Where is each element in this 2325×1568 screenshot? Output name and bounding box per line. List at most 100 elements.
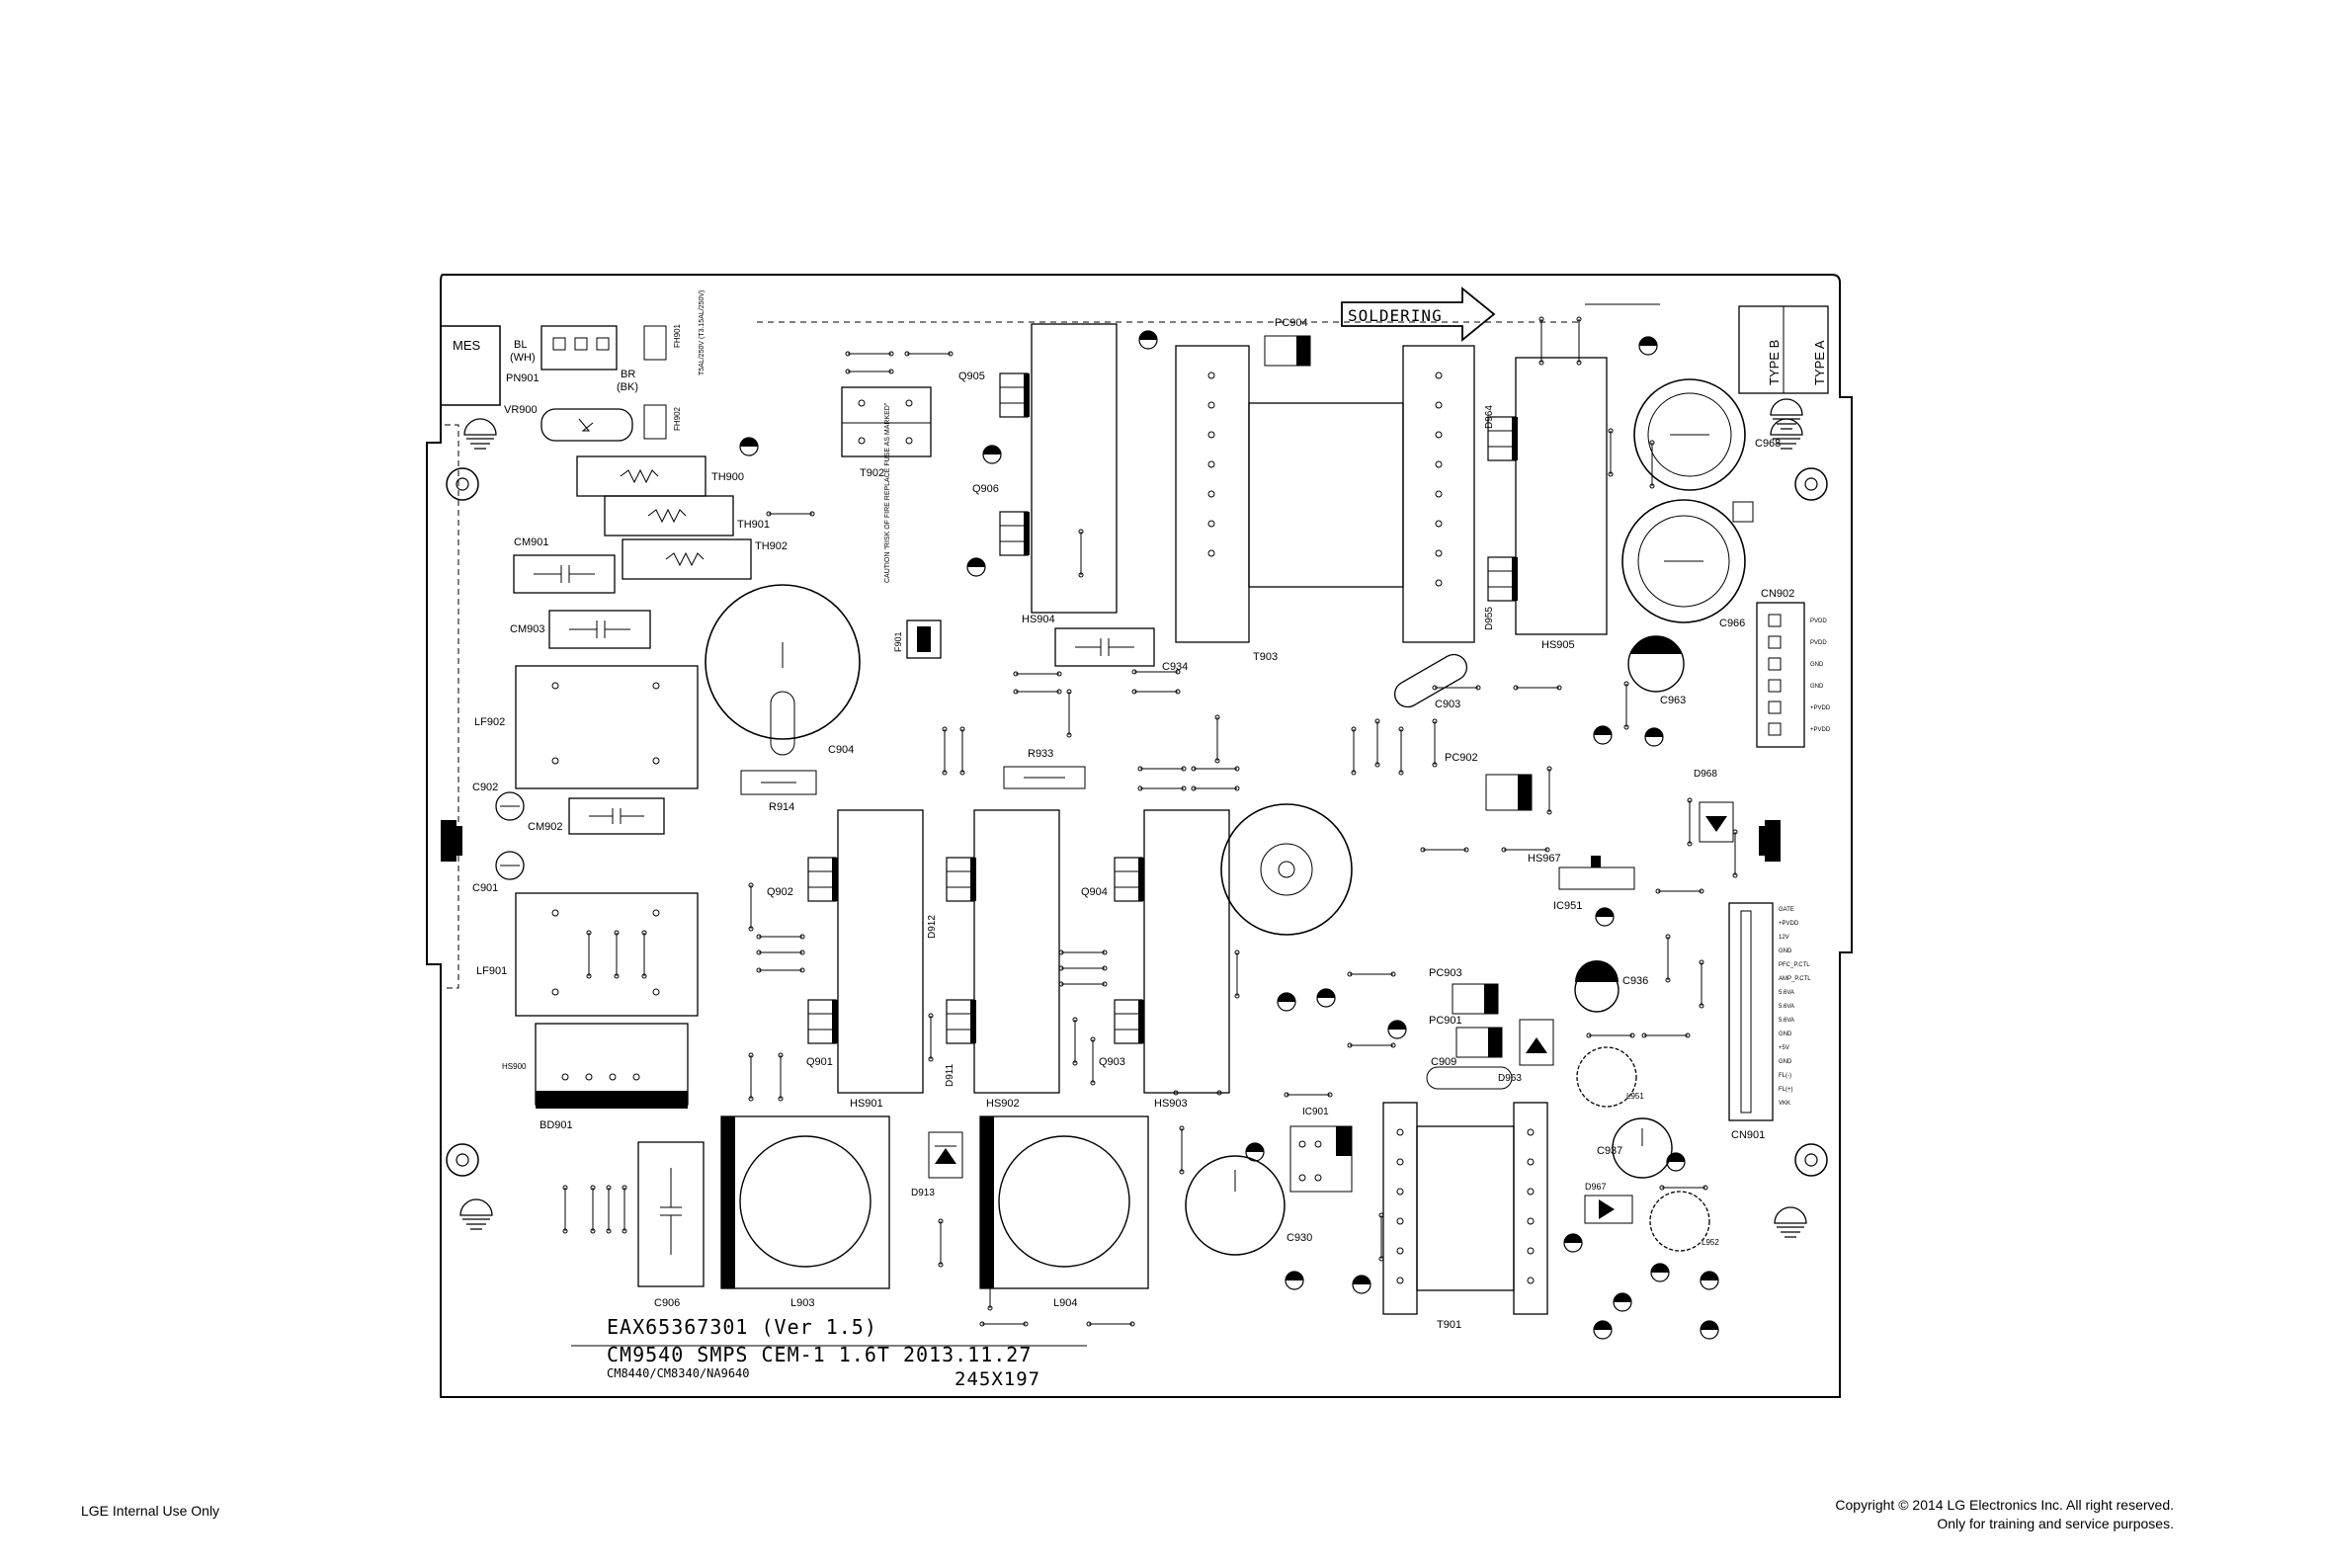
inductor-l951: L951 bbox=[1576, 1046, 1644, 1108]
svg-text:C936: C936 bbox=[1622, 975, 1648, 987]
svg-text:T901: T901 bbox=[1437, 1319, 1461, 1331]
heatsink-hs903: HS903 bbox=[1143, 809, 1230, 1110]
svg-text:PC901: PC901 bbox=[1429, 1015, 1462, 1027]
svg-text:Q901: Q901 bbox=[806, 1056, 833, 1068]
svg-text:FL(-): FL(-) bbox=[1779, 1073, 1791, 1079]
svg-text:BL: BL bbox=[514, 339, 527, 351]
svg-text:HS901: HS901 bbox=[850, 1098, 883, 1110]
svg-text:5.6VA: 5.6VA bbox=[1779, 1018, 1794, 1024]
svg-text:GND: GND bbox=[1810, 662, 1824, 668]
optocoupler-pc902: PC902 bbox=[1445, 752, 1533, 811]
electrolytic-capacitor-c936: C936 bbox=[1574, 960, 1648, 1013]
connector-cn902: CN902 PVDD PVDD GND GND +PVDD +PVDD bbox=[1756, 588, 1831, 748]
capacitor-c902: C902 bbox=[472, 782, 525, 821]
svg-text:CN902: CN902 bbox=[1761, 588, 1794, 600]
thermistor-th901: TH901 bbox=[604, 495, 770, 536]
svg-text:PVDD: PVDD bbox=[1810, 640, 1827, 646]
svg-text:TH900: TH900 bbox=[711, 471, 744, 483]
svg-text:L952: L952 bbox=[1702, 1238, 1719, 1247]
svg-text:Q906: Q906 bbox=[972, 483, 999, 495]
heatsink-hs901: HS901 bbox=[837, 809, 924, 1110]
svg-text:R914: R914 bbox=[769, 801, 794, 813]
svg-text:5.6VA: 5.6VA bbox=[1779, 1004, 1794, 1010]
electrolytic-capacitor-c966: C966 bbox=[1621, 499, 1754, 629]
svg-text:D964: D964 bbox=[1484, 405, 1495, 429]
connector-cn901: CN901 GATE +PVDD 12V GND PFC_P.CTL AMP_P… bbox=[1728, 902, 1811, 1141]
optocoupler-pc903: PC903 bbox=[1429, 967, 1499, 1015]
svg-text:HS900: HS900 bbox=[502, 1062, 527, 1071]
svg-text:L904: L904 bbox=[1053, 1297, 1077, 1309]
line-filter-lf901: LF901 bbox=[476, 892, 699, 1017]
svg-text:C937: C937 bbox=[1597, 1145, 1622, 1157]
board-dimensions: 245X197 bbox=[955, 1368, 1040, 1390]
electrolytic-capacitor-c937: C937 bbox=[1597, 1117, 1673, 1179]
svg-text:C903: C903 bbox=[1435, 699, 1460, 710]
type-selector-box: TYPE B TYPE A bbox=[1738, 305, 1829, 394]
svg-text:C904: C904 bbox=[828, 744, 854, 756]
svg-text:PVDD: PVDD bbox=[1810, 619, 1827, 624]
svg-text:CM902: CM902 bbox=[528, 821, 562, 833]
svg-text:TYPE B: TYPE B bbox=[1767, 340, 1782, 385]
svg-text:(WH): (WH) bbox=[510, 352, 536, 364]
svg-text:Q902: Q902 bbox=[767, 886, 793, 898]
svg-text:PN901: PN901 bbox=[506, 372, 540, 384]
svg-text:HS967: HS967 bbox=[1528, 853, 1561, 865]
svg-text:+PVDD: +PVDD bbox=[1810, 705, 1831, 711]
capacitor-c906: C906 bbox=[637, 1141, 705, 1309]
diode-d963: D963 bbox=[1498, 1019, 1554, 1084]
svg-text:CN901: CN901 bbox=[1731, 1129, 1765, 1141]
svg-text:AMP_P.CTL: AMP_P.CTL bbox=[1779, 976, 1811, 982]
svg-text:D912: D912 bbox=[927, 915, 938, 939]
svg-text:D955: D955 bbox=[1484, 607, 1495, 630]
svg-text:+5V: +5V bbox=[1779, 1045, 1789, 1051]
optocoupler-pc901: PC901 bbox=[1429, 1015, 1503, 1058]
electrolytic-capacitor-c968: C968 bbox=[1633, 378, 1781, 491]
line-filter-lf902: LF902 bbox=[474, 665, 699, 789]
svg-text:GND: GND bbox=[1779, 949, 1792, 954]
svg-text:D911: D911 bbox=[945, 1063, 955, 1087]
svg-text:C934: C934 bbox=[1162, 661, 1188, 673]
svg-text:R933: R933 bbox=[1028, 748, 1053, 760]
svg-text:FH902: FH902 bbox=[673, 406, 682, 431]
mount-hole bbox=[446, 467, 479, 501]
svg-text:BR: BR bbox=[621, 369, 635, 380]
svg-text:PC904: PC904 bbox=[1275, 317, 1308, 329]
diode-d968: D968 bbox=[1694, 769, 1734, 843]
fuse-f901: F901 bbox=[893, 619, 942, 659]
diode-d913: D913 bbox=[911, 1131, 963, 1198]
svg-text:12V: 12V bbox=[1779, 935, 1789, 941]
mount-hole bbox=[1794, 467, 1828, 501]
svg-text:HS904: HS904 bbox=[1022, 614, 1055, 625]
connector-pn901: BL (WH) BR (BK) PN901 bbox=[506, 325, 638, 393]
transformer-t903: T903 bbox=[1175, 345, 1475, 663]
svg-text:Q903: Q903 bbox=[1099, 1056, 1125, 1068]
capacitor-cm903: CM903 bbox=[510, 610, 651, 649]
mount-hole bbox=[446, 1143, 479, 1177]
svg-text:C968: C968 bbox=[1755, 438, 1781, 450]
mount-hole bbox=[1794, 1143, 1828, 1177]
svg-text:PC902: PC902 bbox=[1445, 752, 1478, 764]
thermistor-th900: TH900 bbox=[576, 455, 744, 497]
svg-text:VKK: VKK bbox=[1779, 1101, 1790, 1107]
svg-text:T902: T902 bbox=[860, 467, 884, 479]
soldering-arrow: SOLDERING bbox=[1341, 287, 1496, 342]
svg-text:D967: D967 bbox=[1585, 1182, 1607, 1192]
svg-text:GATE: GATE bbox=[1779, 907, 1794, 913]
fuse-rating-text: T5AL/250V (T3.15AL/250V) bbox=[699, 290, 706, 375]
svg-text:HS902: HS902 bbox=[986, 1098, 1020, 1110]
svg-text:TH901: TH901 bbox=[737, 519, 770, 531]
svg-text:GND: GND bbox=[1779, 1032, 1792, 1037]
ic-ic901: IC901 bbox=[1289, 1107, 1353, 1193]
optocoupler-pc904: PC904 bbox=[1264, 317, 1311, 367]
footer-internal-use: LGE Internal Use Only bbox=[81, 1503, 220, 1519]
svg-text:IC901: IC901 bbox=[1302, 1107, 1329, 1117]
svg-text:LF902: LF902 bbox=[474, 716, 505, 728]
svg-text:CM901: CM901 bbox=[514, 536, 548, 548]
svg-text:HS905: HS905 bbox=[1541, 639, 1575, 651]
resistor-r933: R933 bbox=[1003, 748, 1086, 789]
bridge-rectifier-bd901: HS900 BD901 bbox=[502, 1023, 689, 1131]
svg-text:+PVDD: +PVDD bbox=[1810, 727, 1831, 733]
svg-text:C909: C909 bbox=[1431, 1056, 1456, 1068]
svg-text:TYPE A: TYPE A bbox=[1812, 340, 1827, 385]
